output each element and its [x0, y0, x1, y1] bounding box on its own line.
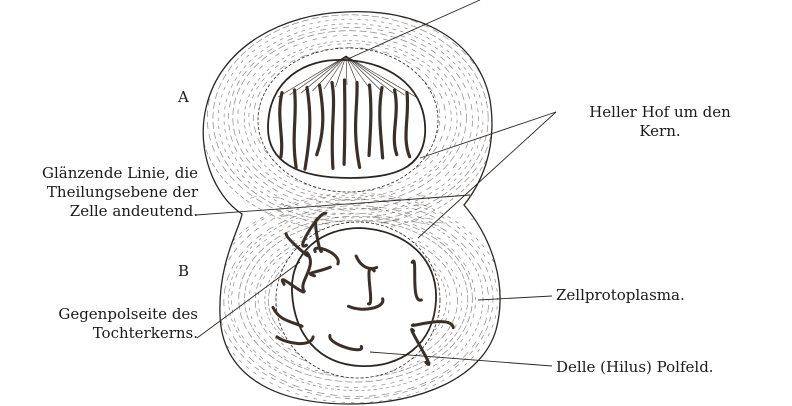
label-gegenpol-2: Tochterkerns. — [58, 324, 198, 343]
label-halo-2: Kern. — [560, 122, 760, 141]
label-halo: Heller Hof um den Kern. — [560, 103, 760, 141]
label-halo-1: Heller Hof um den — [560, 103, 760, 122]
label-cell-b: B — [178, 262, 189, 281]
label-dividing-line-3: Zelle andeutend. — [42, 202, 198, 221]
label-gegenpol-1: Gegenpolseite des — [58, 305, 198, 324]
label-cell-a: A — [178, 88, 189, 107]
label-delle: Delle (Hilus) Polfeld. — [556, 358, 714, 377]
label-dividing-line-1: Glänzende Linie, die — [42, 164, 198, 183]
label-dividing-line-2: Theilungsebene der — [42, 183, 198, 202]
label-gegenpol: Gegenpolseite des Tochterkerns. — [58, 305, 198, 343]
label-dividing-line: Glänzende Linie, die Theilungsebene der … — [42, 164, 198, 221]
label-protoplasma: Zellprotoplasma. — [556, 286, 685, 305]
